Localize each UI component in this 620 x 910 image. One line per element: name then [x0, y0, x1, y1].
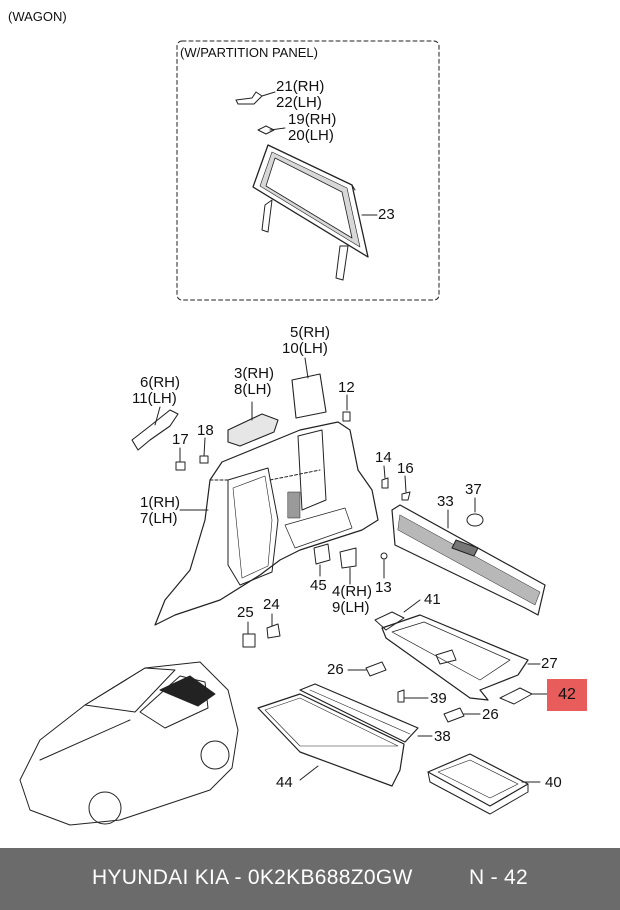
callout-39[interactable]: 39 [430, 690, 447, 707]
callout-23[interactable]: 23 [378, 206, 395, 223]
footer-part-code: HYUNDAI KIA - 0K2KB688Z0GW [92, 866, 413, 889]
callout-20[interactable]: 20(LH) [288, 127, 334, 144]
clip-13 [380, 552, 388, 560]
leader-21 [261, 91, 276, 97]
quarter-trim-part [154, 421, 379, 626]
clip-17 [175, 461, 186, 471]
callout-14[interactable]: 14 [375, 449, 392, 466]
clip-39 [397, 689, 405, 703]
callout-21[interactable]: 21(RH) [276, 78, 325, 95]
leader-41 [403, 599, 421, 613]
tonneau-bracket-42 [499, 687, 533, 705]
callout-24[interactable]: 24 [263, 596, 280, 613]
callout-5[interactable]: 5(RH) [290, 324, 330, 341]
parts-diagram [19, 40, 548, 826]
clip-14 [381, 477, 389, 489]
clip-16 [401, 491, 411, 501]
tray-box-part [427, 753, 529, 815]
transverse-sill-part [391, 504, 546, 616]
clip-12 [342, 411, 351, 422]
callout-41[interactable]: 41 [424, 591, 441, 608]
callout-17[interactable]: 17 [172, 431, 189, 448]
leader-16 [404, 475, 407, 493]
callout-33[interactable]: 33 [437, 493, 454, 510]
callout-8[interactable]: 8(LH) [234, 381, 272, 398]
floor-board-part [299, 683, 419, 743]
clip-25 [242, 633, 256, 648]
quarter-cover-part [291, 373, 327, 419]
leader-6 [154, 406, 161, 426]
leader-18 [203, 437, 206, 457]
side-bracket-part [131, 409, 179, 451]
upper-cover-part [227, 413, 279, 447]
net-bracket-lower [257, 125, 275, 135]
callout-38[interactable]: 38 [434, 728, 451, 745]
clip-45 [313, 543, 331, 565]
footer-page-number: N - 42 [469, 866, 528, 889]
holder-26-upper [365, 661, 387, 677]
callout-6[interactable]: 6(RH) [140, 374, 180, 391]
leader-19 [269, 127, 286, 131]
inset-border [176, 40, 440, 301]
callout-27[interactable]: 27 [541, 655, 558, 672]
leader-5 [304, 357, 309, 379]
callout-19[interactable]: 19(RH) [288, 111, 337, 128]
callout-1[interactable]: 1(RH) [140, 494, 180, 511]
net-bracket-upper [235, 91, 263, 105]
callout-22[interactable]: 22(LH) [276, 94, 322, 111]
callout-10[interactable]: 10(LH) [282, 340, 328, 357]
callout-42: 42 [558, 686, 576, 703]
tonneau-bracket-41 [374, 611, 405, 631]
clip-4 [339, 547, 357, 569]
callout-45[interactable]: 45 [310, 577, 327, 594]
callout-13[interactable]: 13 [375, 579, 392, 596]
callout-3[interactable]: 3(RH) [234, 365, 274, 382]
callout-7[interactable]: 7(LH) [140, 510, 178, 527]
inset-header: (W/PARTITION PANEL) [180, 45, 318, 60]
luggage-tray-part [257, 693, 405, 787]
callout-26-lower[interactable]: 26 [482, 706, 499, 723]
callout-12[interactable]: 12 [338, 379, 355, 396]
vehicle-locator [19, 661, 239, 826]
clip-24 [266, 623, 281, 639]
callout-37[interactable]: 37 [465, 481, 482, 498]
callout-16[interactable]: 16 [397, 460, 414, 477]
callout-26-upper[interactable]: 26 [327, 661, 344, 678]
callout-42-highlight[interactable]: 42 [547, 679, 587, 711]
holder-26-lower [443, 707, 465, 723]
callout-18[interactable]: 18 [197, 422, 214, 439]
callout-9[interactable]: 9(LH) [332, 599, 370, 616]
grommet-37 [466, 513, 484, 527]
callout-25[interactable]: 25 [237, 604, 254, 621]
leader-44 [299, 765, 319, 781]
tonneau-cover-part [381, 614, 529, 701]
callout-44[interactable]: 44 [276, 774, 293, 791]
variant-header: (WAGON) [8, 9, 67, 24]
leader-14 [383, 465, 386, 479]
callout-40[interactable]: 40 [545, 774, 562, 791]
clip-18 [199, 455, 209, 464]
partition-net-part [252, 144, 369, 281]
footer-bar: HYUNDAI KIA - 0K2KB688Z0GW N - 42 [0, 848, 620, 910]
callout-11[interactable]: 11(LH) [132, 390, 177, 407]
callout-4[interactable]: 4(RH) [332, 583, 372, 600]
